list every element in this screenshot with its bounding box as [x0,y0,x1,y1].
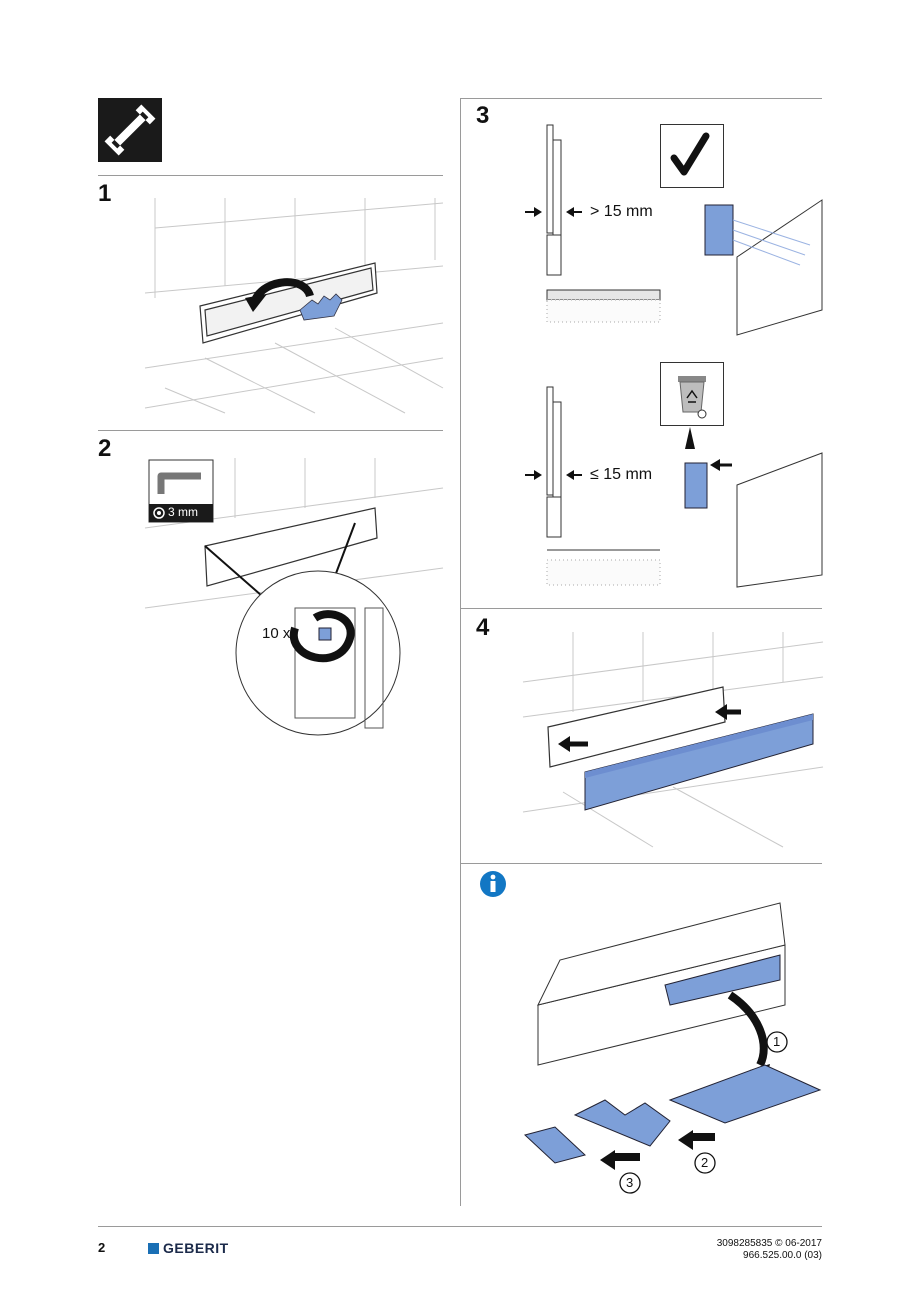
info-step-2: 2 [701,1155,709,1170]
step-number-1: 1 [98,180,112,207]
divider [98,430,443,431]
step-number-2: 2 [98,435,112,462]
divider [460,608,822,609]
gap-less-equal-label: ≤ 15 mm [590,466,653,483]
doc-code: 966.525.00.0 (03) [743,1250,822,1261]
step-number-3: 3 [476,102,490,129]
divider [460,98,822,99]
page-number: 2 [98,1240,106,1255]
info-icon [480,871,506,897]
remove-spacer-diagram [684,427,823,588]
spacer-box-illustration [523,902,822,1194]
document-reference: 3098285835 © 06-2017 966.525.00.0 (03) [717,1238,822,1262]
divider [460,863,822,864]
turn-count-label: 10 x [262,625,291,642]
geberit-logo: GEBERIT [148,1240,229,1256]
divider [98,175,443,176]
step1-illustration [144,198,444,414]
wall-gap-wide-diagram [525,124,661,323]
wall-gap-narrow-diagram [525,386,661,586]
cover-with-spacer-diagram [704,199,823,336]
info-step-1: 1 [773,1034,781,1049]
step4-illustration [522,632,824,848]
info-step-3: 3 [626,1175,634,1190]
doc-number: 3098285835 © 06-2017 [716,1238,822,1249]
logo-square [148,1242,159,1254]
checkmark-icon [660,124,724,188]
wrench-icon [98,98,162,162]
tool-size-label: 3 mm [168,505,198,519]
recycle-bin-icon [660,362,724,426]
brand-name: GEBERIT [163,1240,229,1256]
allen-key-icon [157,472,201,494]
step2-illustration [144,458,444,736]
gap-greater-label: > 15 mm [590,203,653,220]
column-divider [460,98,461,1206]
footer-divider [98,1226,822,1227]
step-number-4: 4 [476,614,490,641]
